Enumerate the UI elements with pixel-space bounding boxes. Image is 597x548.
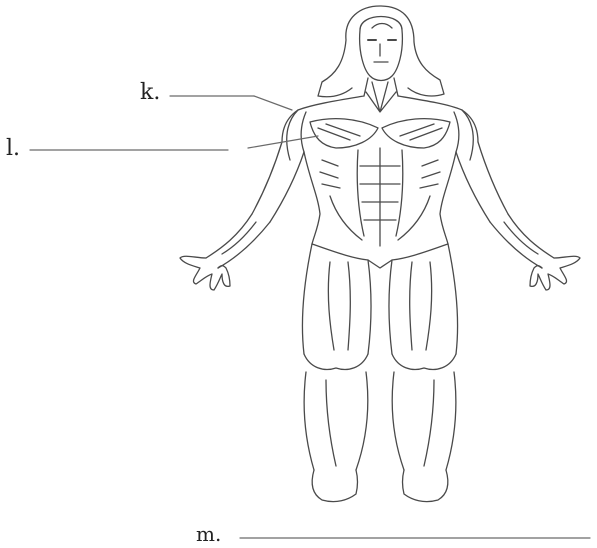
torso-left — [304, 152, 320, 244]
right-foot — [403, 470, 448, 502]
label-k: k. — [140, 82, 160, 104]
right-forearm — [490, 214, 554, 268]
left-upper-arm — [252, 142, 304, 222]
abdominals — [357, 148, 403, 246]
right-hand — [530, 256, 580, 290]
torso-right — [440, 152, 456, 244]
label-l: l. — [6, 138, 20, 160]
right-thigh — [389, 244, 458, 354]
right-shin — [392, 372, 456, 470]
hair-outline — [318, 6, 444, 97]
pectoral-left — [310, 119, 378, 148]
leader-line-l-angled — [248, 136, 318, 148]
left-foot — [312, 470, 357, 502]
left-knee — [304, 354, 368, 369]
left-thigh — [302, 244, 371, 354]
leader-line-k-angled — [254, 96, 292, 110]
neck-outline — [364, 78, 398, 112]
chest-fibers — [318, 124, 442, 140]
head-outline — [360, 17, 403, 81]
left-forearm — [206, 214, 270, 268]
left-hand — [180, 256, 230, 290]
label-m: m. — [196, 524, 221, 544]
pelvis — [312, 244, 448, 268]
shoulders-outline — [282, 96, 478, 142]
left-shin — [304, 372, 368, 470]
face-detail — [372, 24, 392, 63]
pectoral-right — [382, 119, 450, 148]
right-upper-arm — [456, 142, 508, 222]
right-knee — [392, 354, 456, 369]
